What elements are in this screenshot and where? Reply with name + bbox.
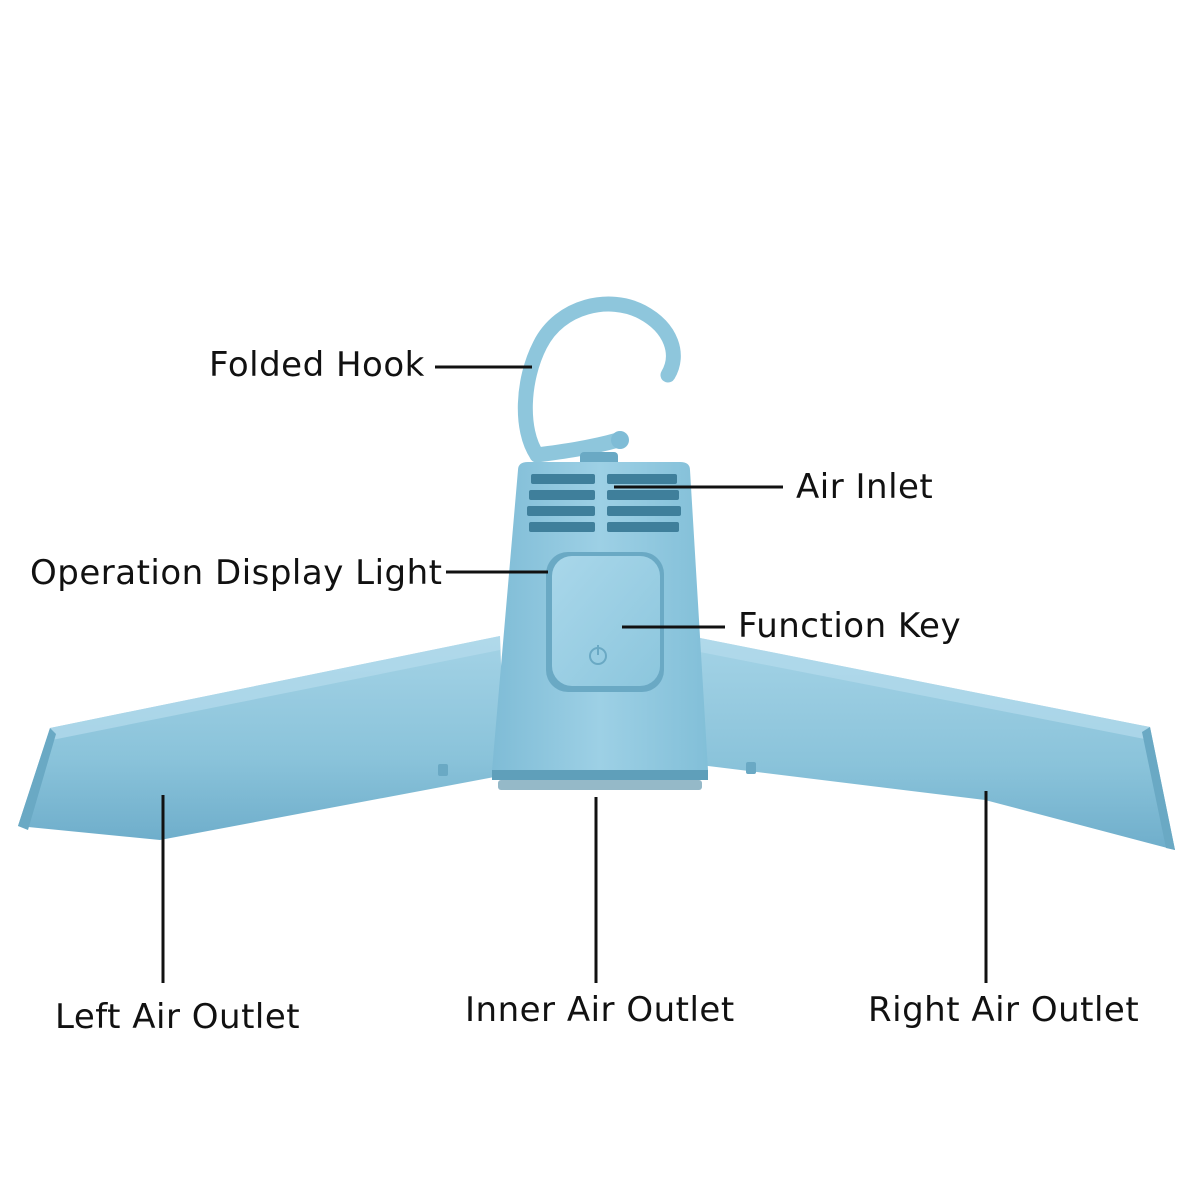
label-right-air-outlet: Right Air Outlet — [868, 990, 1140, 1030]
left-arm — [18, 636, 505, 840]
label-function-key: Function Key — [738, 606, 962, 646]
label-air-inlet: Air Inlet — [796, 467, 934, 507]
function-key-panel — [546, 552, 664, 692]
label-operation-display-light: Operation Display Light — [30, 553, 443, 593]
power-icon — [589, 645, 607, 665]
label-folded-hook: Folded Hook — [209, 345, 425, 385]
leader-lines — [161, 365, 988, 983]
folded-hook — [517, 296, 681, 466]
right-arm — [700, 638, 1175, 850]
air-inlet-vents — [527, 474, 681, 532]
label-left-air-outlet: Left Air Outlet — [55, 997, 301, 1037]
label-inner-air-outlet: Inner Air Outlet — [465, 990, 735, 1030]
